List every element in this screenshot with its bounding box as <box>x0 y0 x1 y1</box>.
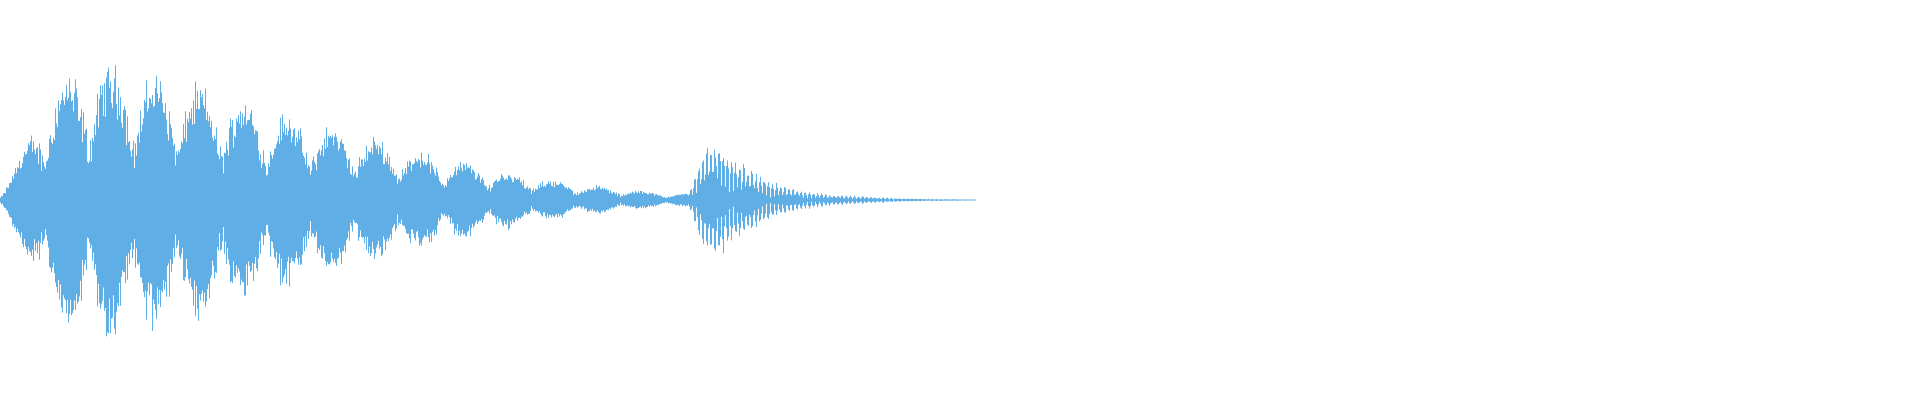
burst-2-trace <box>688 148 976 254</box>
waveform-burst-2 <box>688 148 976 254</box>
